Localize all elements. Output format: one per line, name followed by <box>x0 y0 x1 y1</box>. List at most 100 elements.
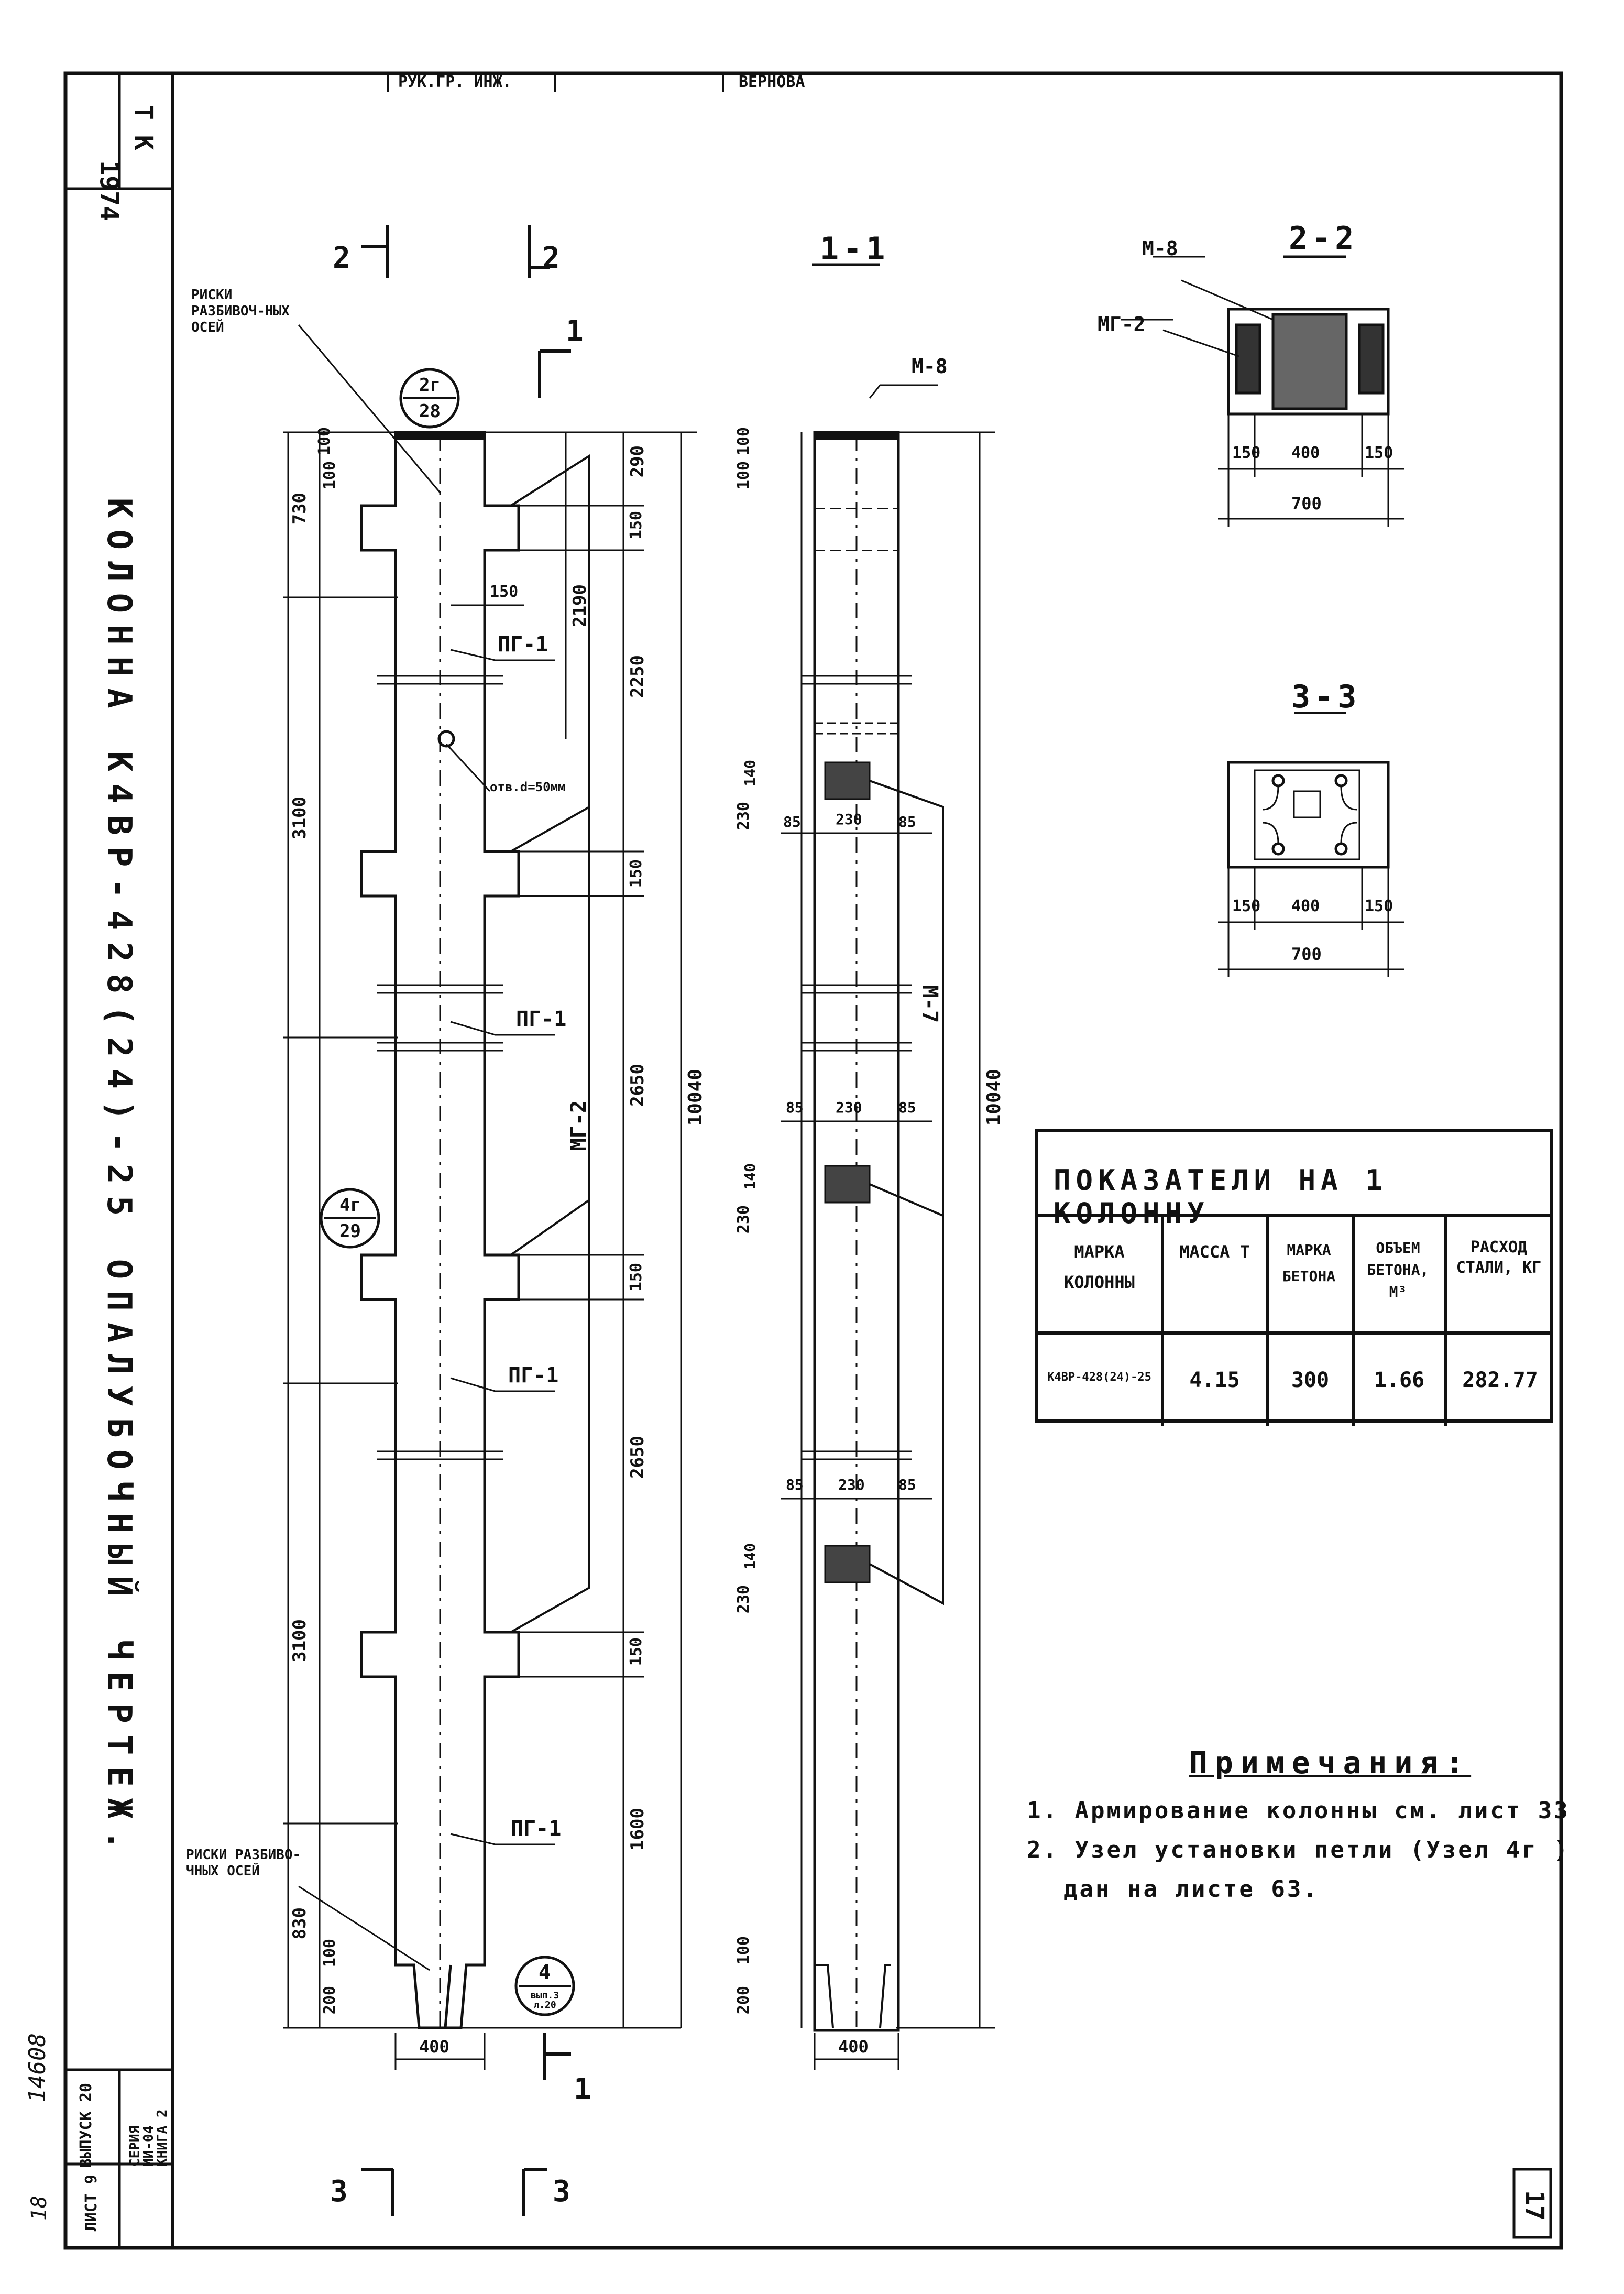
dim-150h: 150 <box>490 583 519 601</box>
notes-title: Примечания: <box>1189 1745 1472 1780</box>
cut-2-right: 2 <box>542 241 560 275</box>
table-cell-concrete: 300 <box>1291 1368 1330 1392</box>
side-code: Т К <box>129 105 158 150</box>
section-2-2-title: 2-2 <box>1289 220 1358 257</box>
stamp-left: РУК.ГР. ИНЖ. <box>398 73 512 91</box>
stamp-list: ЛИСТ 9 <box>82 2175 101 2232</box>
dim-2190: 2190 <box>569 584 590 627</box>
hole-label: отв.d=50мм <box>490 780 566 794</box>
table-title: ПОКАЗАТЕЛИ НА 1 КОЛОННУ <box>1054 1164 1388 1230</box>
callout-4-top: 4 <box>539 1961 551 1984</box>
s11-dim-140a: 140 <box>741 760 759 786</box>
s11-dim-140b: 140 <box>741 1163 759 1190</box>
dim-100a: 100 <box>315 427 334 456</box>
section-2-2 <box>1121 256 1404 527</box>
m7-label-s11: М-7 <box>918 985 942 1023</box>
callout-4-bottom: вып.3 л.20 <box>530 1990 559 2011</box>
dim-150a: 150 <box>627 511 645 540</box>
mg2-label-elev: МГ-2 <box>567 1100 591 1151</box>
section-1-1-dims <box>781 431 995 2070</box>
s33-dim-c: 150 <box>1365 897 1393 915</box>
table-header-mass: МАССА Т <box>1179 1242 1250 1262</box>
table-cell-volume: 1.66 <box>1374 1368 1425 1392</box>
section-3-3-title: 3-3 <box>1291 679 1361 715</box>
indicators-table: ПОКАЗАТЕЛИ НА 1 КОЛОННУ МАРКА КОЛОННЫ МА… <box>1035 1129 1553 1426</box>
s22-dim-a: 150 <box>1232 444 1261 462</box>
dim-100c: 100 <box>321 1939 339 1968</box>
s11-dim-85a: 85 <box>783 813 801 831</box>
s11-dim-85e: 85 <box>786 1476 804 1493</box>
m8-label-s11: М-8 <box>912 355 948 378</box>
callout-4g-top: 4г <box>339 1195 361 1216</box>
s11-dim-10040: 10040 <box>983 1069 1005 1126</box>
cut-3-right: 3 <box>553 2175 570 2209</box>
dim-100b: 100 <box>321 461 339 490</box>
s11-dim-85f: 85 <box>898 1476 916 1493</box>
callout-2g-bottom: 28 <box>419 401 441 422</box>
cut-1-bottom: 1 <box>574 2072 591 2106</box>
dim-290: 290 <box>627 445 648 478</box>
dim-200: 200 <box>321 1986 339 2015</box>
note-1: 1. Армирование колонны см. лист 33 <box>1027 1797 1570 1824</box>
side-title: КОЛОННА К4ВР-428(24)-25 ОПАЛУБОЧНЫЙ ЧЕРТ… <box>100 498 138 1862</box>
dim-150d: 150 <box>627 1637 645 1666</box>
riski-bottom-label: РИСКИ РАЗБИВО-ЧНЫХ ОСЕЙ <box>186 1847 301 1880</box>
dim-3100b: 3100 <box>289 1619 310 1662</box>
s22-dim-total: 700 <box>1291 494 1322 514</box>
archive-sub: 18 <box>27 2195 51 2221</box>
dim-150c: 150 <box>627 1263 645 1292</box>
section-1-1-outline <box>802 384 944 2032</box>
s11-dim-200: 200 <box>734 1986 753 2015</box>
s11-dim-100a: 100 <box>734 427 753 456</box>
stamp-seriya: СЕРИЯ ИИ-04 КНИГА 2 <box>127 2109 170 2167</box>
s11-dim-85c: 85 <box>786 1099 804 1116</box>
pg1-label-3: ПГ-1 <box>508 1363 559 1388</box>
s22-dim-c: 150 <box>1365 444 1393 462</box>
cut-1-top: 1 <box>566 314 584 348</box>
stamp-vypusk: ВЫПУСК 20 <box>77 2083 95 2168</box>
s33-dim-total: 700 <box>1291 944 1322 964</box>
note-2: 2. Узел установки петли (Узел 4г ) <box>1027 1837 1570 1863</box>
table-cell-mark: К4ВР-428(24)-25 <box>1047 1371 1151 1384</box>
s11-dim-85b: 85 <box>898 813 916 831</box>
table-header-mark: МАРКА КОЛОННЫ <box>1064 1242 1135 1292</box>
sheet-number: 17 <box>1520 2190 1549 2221</box>
riski-top-label: РИСКИ РАЗБИВОЧ-НЫХ ОСЕЙ <box>191 287 290 336</box>
pg1-label-2: ПГ-1 <box>516 1007 567 1031</box>
table-cell-mass: 4.15 <box>1189 1368 1240 1392</box>
s11-dim-140c: 140 <box>741 1543 759 1570</box>
s11-dim-85d: 85 <box>898 1099 916 1116</box>
m8-label-s22: М-8 <box>1142 237 1178 260</box>
dim-3100a: 3100 <box>289 796 310 839</box>
dim-830: 830 <box>289 1907 310 1940</box>
s11-dim-230y: 230 <box>838 1476 865 1493</box>
s11-dim-230c: 230 <box>734 1585 753 1614</box>
s11-dim-230a: 230 <box>734 802 753 831</box>
callout-2g-top: 2г <box>419 375 441 396</box>
cut-3-left: 3 <box>330 2175 348 2209</box>
pg1-label-4: ПГ-1 <box>511 1817 562 1841</box>
section-3-3 <box>1218 712 1404 977</box>
s33-dim-a: 150 <box>1232 897 1261 915</box>
dim-10040: 10040 <box>685 1069 706 1126</box>
elevation-outline <box>298 324 590 2029</box>
s11-dim-400: 400 <box>838 2037 869 2057</box>
section-1-1-title: 1-1 <box>820 231 890 267</box>
callout-4g-bottom: 29 <box>339 1221 361 1242</box>
s11-dim-100b: 100 <box>734 461 753 490</box>
s11-dim-230b: 230 <box>734 1205 753 1234</box>
table-header-volume: ОБЪЕМ БЕТОНА, М³ <box>1367 1239 1429 1301</box>
pg1-label-1: ПГ-1 <box>498 632 548 657</box>
dim-730: 730 <box>289 493 310 525</box>
elevation-dims <box>283 431 697 2070</box>
s22-dim-b: 400 <box>1291 444 1320 462</box>
table-cell-steel: 282.77 <box>1462 1368 1538 1392</box>
cut-2-left: 2 <box>333 241 350 275</box>
s11-dim-100c: 100 <box>734 1936 753 1965</box>
cut-markers <box>361 225 571 2216</box>
note-3: дан на листе 63. <box>1063 1876 1319 1903</box>
dim-2650a: 2650 <box>627 1064 648 1107</box>
stamp-right: ВЕРНОВА <box>739 73 805 91</box>
dim-2250: 2250 <box>627 655 648 698</box>
